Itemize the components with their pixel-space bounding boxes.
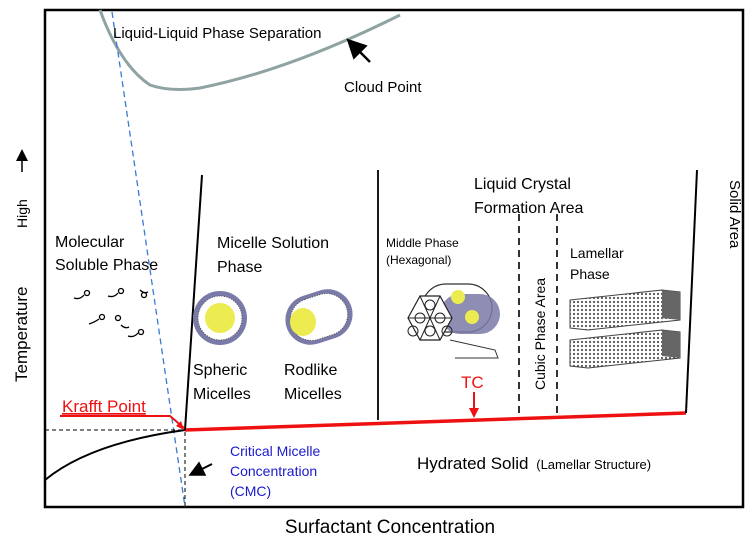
micelle-label-2: Phase bbox=[217, 259, 262, 276]
molecular-label-1: Molecular bbox=[55, 234, 125, 251]
hydrated-solid-label: Hydrated Solid (Lamellar Structure) bbox=[417, 454, 651, 473]
surfactant-monomers-icon bbox=[73, 287, 149, 338]
middle-phase-label-2: (Hexagonal) bbox=[386, 253, 451, 267]
cubic-phase-label: Cubic Phase Area bbox=[532, 278, 548, 390]
micelle-label-1: Micelle Solution bbox=[217, 235, 329, 252]
hydrated-solid-sub: (Lamellar Structure) bbox=[536, 457, 651, 472]
middle-phase-label-1: Middle Phase bbox=[386, 236, 459, 250]
tc-arrowhead bbox=[469, 408, 479, 418]
liquid-crystal-label-2: Formation Area bbox=[474, 200, 583, 217]
boundary-solid bbox=[685, 169, 698, 414]
cmc-label-2: Concentration bbox=[230, 463, 317, 479]
lamellar-label-2: Phase bbox=[570, 266, 610, 282]
hydrated-solid-main: Hydrated Solid bbox=[417, 454, 529, 473]
spheric-label-2: Micelles bbox=[193, 386, 251, 403]
liquid-crystal-label-1: Liquid Crystal bbox=[474, 176, 571, 193]
krafft-arrowhead bbox=[176, 421, 184, 430]
cmc-arrow bbox=[188, 461, 213, 476]
y-axis-high-label: High bbox=[14, 199, 30, 228]
cloud-point-curve bbox=[98, 9, 401, 91]
krafft-point-label: Krafft Point bbox=[62, 397, 146, 416]
cmc-dashed-line bbox=[111, 11, 186, 508]
spheric-micelle-icon bbox=[193, 291, 247, 345]
plot-frame bbox=[43, 8, 745, 509]
lamellar-label-1: Lamellar bbox=[570, 245, 624, 261]
molecular-label-2: Soluble Phase bbox=[55, 257, 158, 274]
rodlike-micelle-icon bbox=[285, 289, 353, 345]
solid-area-label: Solid Area bbox=[726, 180, 743, 249]
rodlike-label-1: Rodlike bbox=[284, 362, 337, 379]
solubility-curve bbox=[44, 429, 186, 481]
krafft-pointer bbox=[60, 415, 185, 429]
lamellar-phase-icon bbox=[569, 289, 681, 369]
spheric-label-1: Spheric bbox=[193, 362, 247, 379]
y-axis-label: Temperature bbox=[12, 287, 31, 382]
llps-label: Liquid-Liquid Phase Separation bbox=[113, 25, 321, 42]
x-axis-label: Surfactant Concentration bbox=[285, 517, 495, 538]
hexagonal-phase-icon bbox=[407, 283, 500, 359]
krafft-boundary-line bbox=[184, 411, 687, 432]
cloud-point-label: Cloud Point bbox=[344, 79, 422, 96]
cloud-point-arrow bbox=[346, 38, 371, 63]
rodlike-label-2: Micelles bbox=[284, 386, 342, 403]
boundary-micelle bbox=[184, 174, 203, 431]
cmc-label-1: Critical Micelle bbox=[230, 443, 320, 459]
cmc-label-3: (CMC) bbox=[230, 483, 271, 499]
tc-label: TC bbox=[461, 373, 484, 392]
